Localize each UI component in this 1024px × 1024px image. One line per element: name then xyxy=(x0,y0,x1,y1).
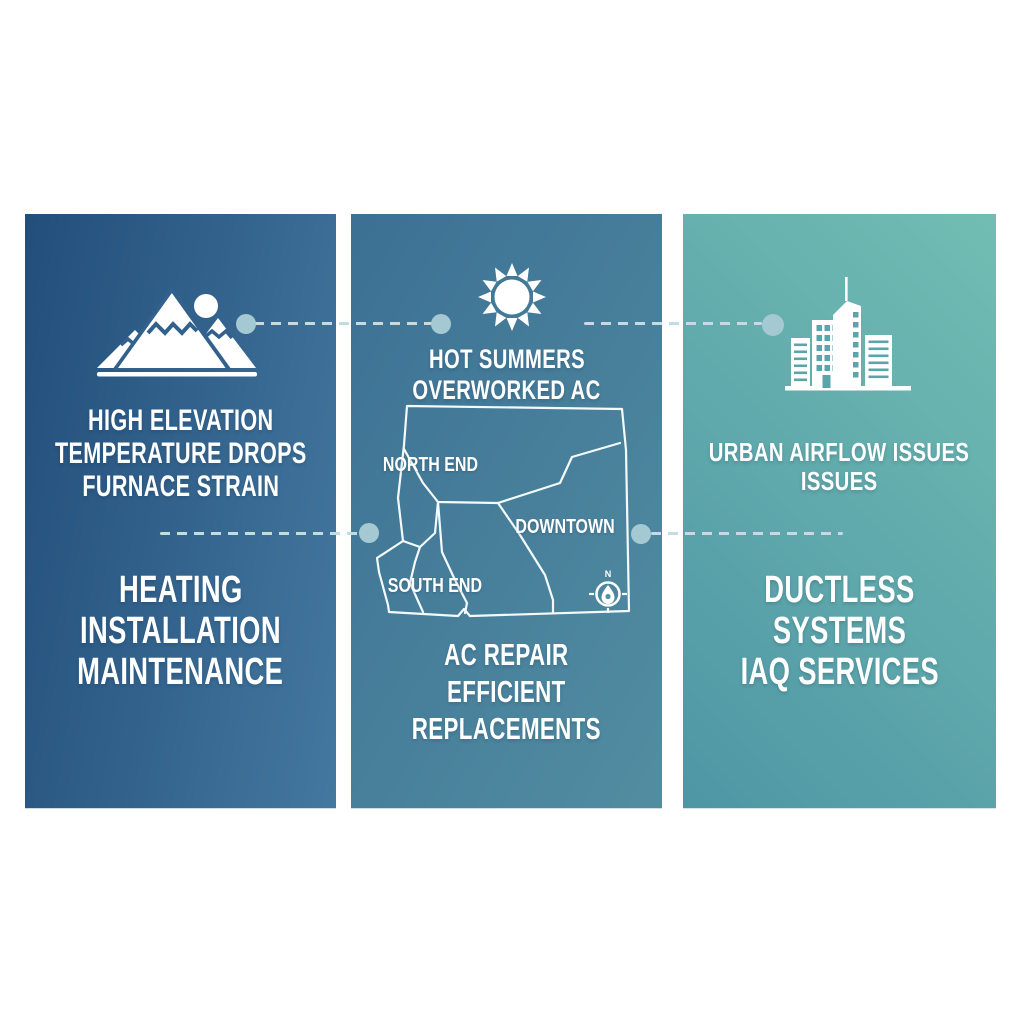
mountain-sun-circle xyxy=(194,294,218,318)
cooling-services-list: AC REPAIR EFFICIENT REPLACEMENTS xyxy=(351,636,662,747)
heading-line: ISSUES xyxy=(801,466,878,496)
connector-dot xyxy=(631,524,651,544)
sun-icon xyxy=(478,263,546,331)
air-quality-problem-heading: URBAN AIRFLOW ISSUES ISSUES xyxy=(683,438,996,496)
service-line: SYSTEMS xyxy=(772,610,907,652)
heading-line: HIGH ELEVATION xyxy=(87,404,274,437)
heading-line: TEMPERATURE DROPS xyxy=(54,437,307,470)
service-line: EFFICIENT xyxy=(447,674,566,709)
heading-line: OVERWORKED AC xyxy=(412,375,601,405)
heading-line: HOT SUMMERS xyxy=(428,344,585,374)
service-line: MAINTENANCE xyxy=(77,651,284,693)
service-line: IAQ SERVICES xyxy=(740,651,939,693)
heading-line: FURNACE STRAIN xyxy=(81,470,280,503)
map-region-line xyxy=(436,500,469,615)
service-area-map xyxy=(375,404,631,618)
service-line: INSTALLATION xyxy=(80,610,281,652)
connector-dash-line xyxy=(651,532,843,535)
map-region-line xyxy=(408,500,440,614)
service-line: REPLACEMENTS xyxy=(411,711,602,746)
connector-dot xyxy=(431,314,451,334)
cooling-problem-heading: HOT SUMMERS OVERWORKED AC xyxy=(351,344,662,406)
connector-dash-line xyxy=(160,532,360,535)
connector-dot xyxy=(359,523,379,543)
connector-dash-line xyxy=(254,322,434,325)
panel-air-quality: URBAN AIRFLOW ISSUES ISSUES DUCTLESS SYS… xyxy=(683,214,996,809)
service-line: AC REPAIR xyxy=(444,637,569,672)
air-quality-services-list: DUCTLESS SYSTEMS IAQ SERVICES xyxy=(683,570,996,693)
service-line: DUCTLESS xyxy=(764,569,915,611)
heating-services-list: HEATING INSTALLATION MAINTENANCE xyxy=(25,570,336,693)
map-label-downtown: DOWNTOWN xyxy=(515,516,615,538)
panel-heating: HIGH ELEVATION TEMPERATURE DROPS FURNACE… xyxy=(25,214,336,809)
service-line: HEATING xyxy=(118,569,243,611)
map-outline xyxy=(375,404,631,618)
city-buildings-icon xyxy=(785,277,911,391)
compass-icon: N xyxy=(589,569,627,613)
mountains-icon xyxy=(97,286,257,377)
connector-dot xyxy=(236,314,256,334)
connector-dash-line xyxy=(584,322,762,325)
panel-cooling: HOT SUMMERS OVERWORKED AC NORTH END DOWN… xyxy=(351,214,662,809)
map-label-north-end: NORTH END xyxy=(382,454,478,476)
map-region-line xyxy=(496,501,555,615)
map-label-south-end: SOUTH END xyxy=(387,575,483,597)
compass-north-letter: N xyxy=(605,569,612,579)
heading-line: URBAN AIRFLOW ISSUES xyxy=(709,437,970,467)
heating-problem-heading: HIGH ELEVATION TEMPERATURE DROPS FURNACE… xyxy=(25,404,336,503)
connector-dot xyxy=(762,314,784,336)
map-region-line xyxy=(401,539,422,549)
